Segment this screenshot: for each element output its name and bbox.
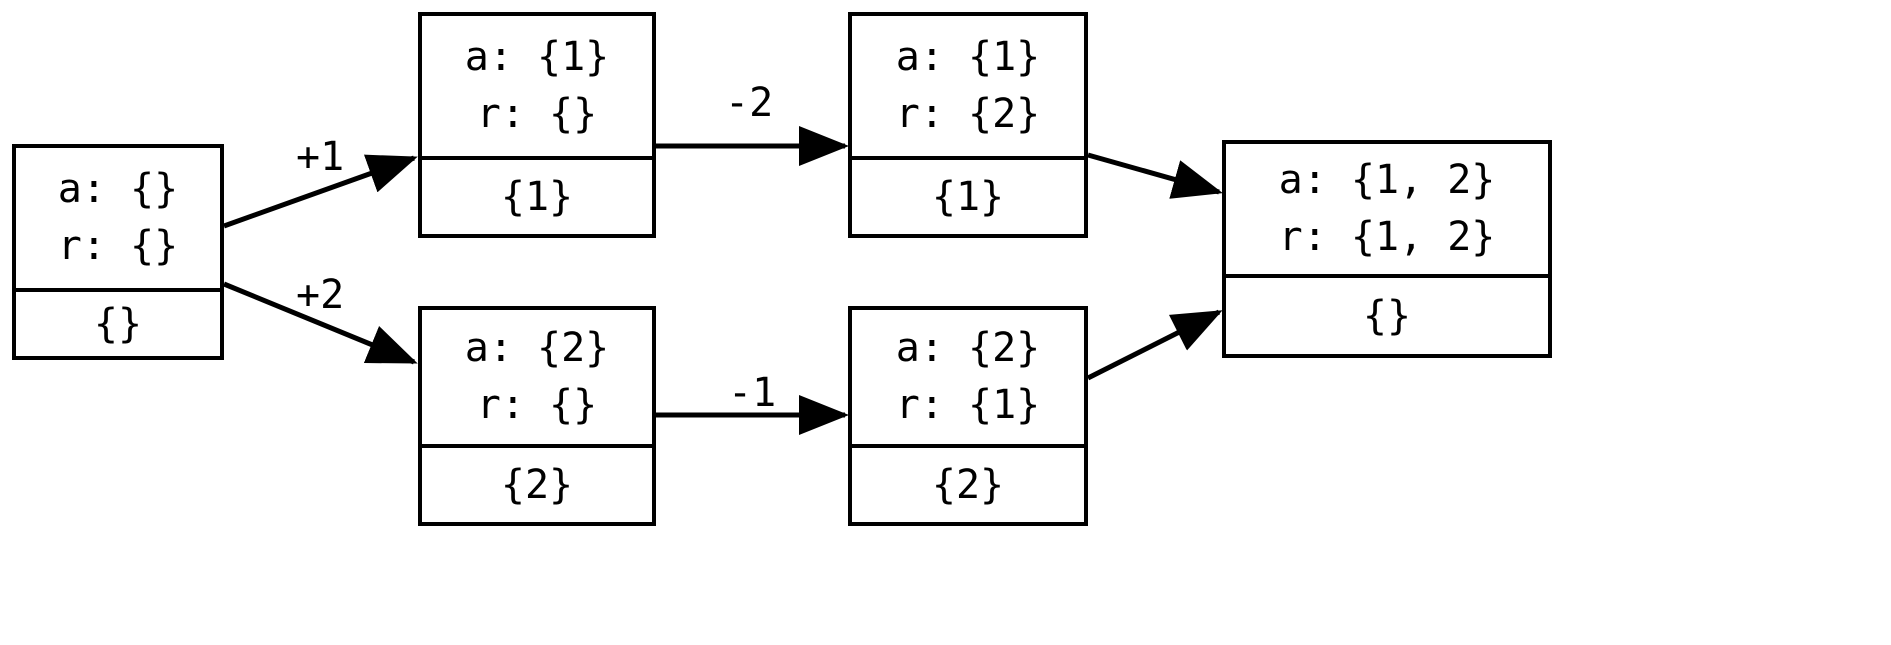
node-divider bbox=[422, 156, 652, 160]
removed-set-line: r: {1} bbox=[895, 382, 1041, 428]
removed-set-line: r: {1, 2} bbox=[1278, 214, 1496, 260]
node-divider bbox=[852, 156, 1084, 160]
removed-set-line: r: {} bbox=[57, 223, 179, 269]
edge-add-2 bbox=[223, 281, 418, 365]
edge-merge-lower bbox=[1086, 309, 1223, 381]
added-set-line: a: {2} bbox=[464, 325, 610, 372]
result-set-line: {} bbox=[93, 301, 143, 347]
edge-add-1-label: +1 bbox=[296, 134, 345, 180]
added-set-line: a: {1} bbox=[464, 34, 610, 81]
node-divider bbox=[852, 444, 1084, 448]
node-result-compartment: {2} bbox=[422, 448, 652, 522]
node-fields: a: {1, 2} r: {1, 2} bbox=[1226, 144, 1548, 274]
edge-remove-1-label: -1 bbox=[728, 370, 777, 416]
added-set-line: a: {} bbox=[57, 166, 179, 213]
edge-add-2-label: +2 bbox=[296, 272, 345, 318]
node-result-compartment: {2} bbox=[852, 448, 1084, 522]
node-result-compartment: {} bbox=[16, 292, 220, 356]
added-set-line: a: {1, 2} bbox=[1278, 157, 1496, 204]
state-node-add-2[interactable]: a: {2} r: {} {2} bbox=[418, 306, 656, 526]
result-set-line: {2} bbox=[500, 462, 574, 508]
state-node-add-1-remove-2[interactable]: a: {1} r: {2} {1} bbox=[848, 12, 1088, 238]
node-divider bbox=[1226, 274, 1548, 278]
result-set-line: {1} bbox=[931, 174, 1005, 220]
node-divider bbox=[422, 444, 652, 448]
node-divider bbox=[16, 288, 220, 292]
node-fields: a: {1} r: {} bbox=[422, 16, 652, 156]
removed-set-line: r: {} bbox=[476, 382, 598, 428]
edge-remove-2-label: -2 bbox=[725, 80, 774, 126]
result-set-line: {2} bbox=[931, 462, 1005, 508]
state-node-add-2-remove-1[interactable]: a: {2} r: {1} {2} bbox=[848, 306, 1088, 526]
initial-state-node[interactable]: a: {} r: {} {} bbox=[12, 144, 224, 360]
node-result-compartment: {} bbox=[1226, 278, 1548, 354]
state-node-add-1[interactable]: a: {1} r: {} {1} bbox=[418, 12, 656, 238]
node-fields: a: {1} r: {2} bbox=[852, 16, 1084, 156]
edge-merge-upper bbox=[1087, 152, 1223, 199]
added-set-line: a: {1} bbox=[895, 34, 1041, 81]
merged-state-node[interactable]: a: {1, 2} r: {1, 2} {} bbox=[1222, 140, 1552, 358]
added-set-line: a: {2} bbox=[895, 325, 1041, 372]
result-set-line: {1} bbox=[500, 174, 574, 220]
node-fields: a: {2} r: {1} bbox=[852, 310, 1084, 444]
node-fields: a: {2} r: {} bbox=[422, 310, 652, 444]
removed-set-line: r: {} bbox=[476, 91, 598, 137]
node-result-compartment: {1} bbox=[852, 160, 1084, 234]
node-result-compartment: {1} bbox=[422, 160, 652, 234]
removed-set-line: r: {2} bbox=[895, 91, 1041, 137]
edge-add-1 bbox=[223, 154, 418, 229]
result-set-line: {} bbox=[1362, 293, 1412, 339]
node-fields: a: {} r: {} bbox=[16, 148, 220, 288]
